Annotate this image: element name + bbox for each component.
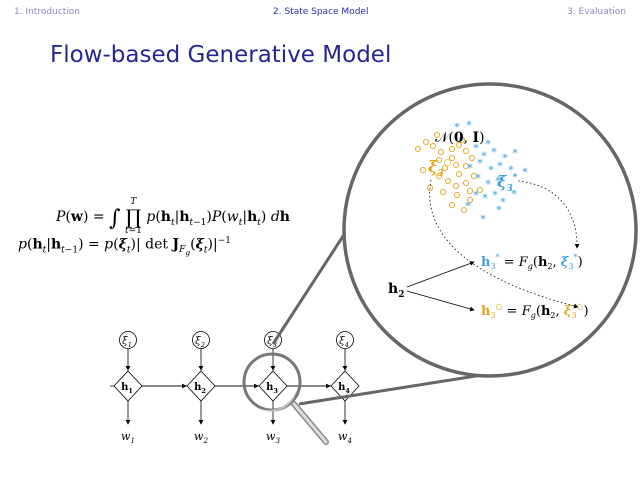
orange-sample-19 — [439, 188, 447, 196]
blue-sample-4: * — [473, 142, 479, 155]
w-node-3: w3 — [266, 430, 280, 445]
magnifier-lens — [242, 82, 638, 445]
blue-sample-1: * — [454, 121, 460, 134]
blue-sample-14: * — [475, 172, 481, 185]
nav-introduction[interactable]: 1. Introduction — [14, 7, 80, 17]
orange-sample-25 — [419, 166, 427, 174]
blue-sample-12: * — [508, 164, 514, 177]
orange-sample-16 — [462, 179, 470, 187]
orange-sample-2 — [422, 138, 430, 146]
orange-sample-13 — [468, 154, 476, 162]
blue-sample-25: * — [467, 162, 473, 175]
xi-node-label-4: ξ4 — [339, 336, 349, 349]
blue-sample-9: * — [477, 157, 483, 170]
equation-flow-density: p(ht|ht−1) = p(ξt)| det JFg(ξt)|−1 — [18, 236, 232, 258]
blue-sample-5: * — [481, 150, 487, 163]
blue-sample-17: * — [473, 189, 479, 202]
orange-sample-8 — [448, 154, 456, 162]
orange-samples — [414, 131, 484, 214]
blue-sample-2: * — [466, 119, 472, 132]
w-node-2: w2 — [194, 430, 208, 445]
blue-sample-23: * — [480, 213, 486, 226]
orange-sample-17 — [435, 172, 443, 180]
orange-sample-27 — [458, 136, 466, 144]
lens-highlight — [258, 389, 297, 412]
orange-sample-24 — [476, 186, 484, 194]
orange-sample-12 — [462, 162, 470, 170]
blue-sample-8: * — [512, 147, 518, 160]
orange-sample-5 — [448, 145, 456, 153]
nav-evaluation[interactable]: 3. Evaluation — [567, 7, 626, 17]
xi-node-1 — [119, 331, 137, 349]
xi-node-label-2: ξ2 — [195, 336, 205, 349]
orange-sample-30 — [452, 182, 460, 190]
blue-samples: ************************** — [454, 119, 528, 226]
equation-marginal-likelihood: P(w) = ∫ T ∏ t=1 p(ht|ht−1)P(wt|ht) dh — [56, 197, 290, 236]
blue-sample-20: * — [500, 196, 506, 209]
orange-sample-23 — [466, 196, 474, 204]
orange-sample-22 — [460, 206, 468, 214]
orange-sample-26 — [433, 131, 441, 139]
h3-star-equation: h3* = Fg(h2, ξ3*) — [481, 253, 583, 271]
orange-sample-10 — [441, 164, 449, 172]
blue-sample-11: * — [497, 160, 503, 173]
orange-sample-29 — [466, 187, 474, 195]
blue-sample-18: * — [482, 192, 488, 205]
xi-node-2 — [192, 331, 210, 349]
w-node-1: w1 — [121, 430, 135, 445]
xi-node-label-1: ξ1 — [122, 336, 132, 349]
orange-sample-28 — [470, 172, 478, 180]
blue-sample-22: * — [465, 200, 471, 213]
blue-sample-19: * — [492, 189, 498, 202]
orange-sample-6 — [455, 141, 463, 149]
blue-sample-26: * — [485, 138, 491, 151]
blue-sample-21: * — [511, 188, 517, 201]
blue-sample-24: * — [496, 204, 502, 217]
orange-sample-11 — [452, 161, 460, 169]
orange-sample-1 — [414, 145, 422, 153]
blue-sample-7: * — [502, 152, 508, 165]
h-node-label-2: h2 — [194, 382, 206, 395]
orange-sample-20 — [453, 191, 461, 199]
orange-sample-4 — [437, 148, 445, 156]
orange-sample-3 — [429, 142, 437, 150]
slide-title: Flow-based Generative Model — [50, 42, 392, 68]
normal-distribution-label: 𝒩(0, I) — [435, 130, 485, 146]
xi-node-label-3: ξ3 — [267, 336, 277, 349]
w-node-4: w4 — [338, 430, 352, 445]
h-node-label-1: h1 — [121, 382, 133, 395]
orange-sample-7 — [462, 147, 470, 155]
nav-state-space-model[interactable]: 2. State Space Model — [273, 7, 369, 17]
xi-nodes: ξ1 ξ2 ξ3 ξ4 — [119, 331, 354, 371]
h3-circ-equation: h3○ = Fg(h2, ξ3○) — [481, 302, 589, 320]
blue-sample-16: * — [495, 175, 501, 188]
orange-sample-15 — [444, 177, 452, 185]
blue-sample-6: * — [491, 146, 497, 159]
xi-node-4 — [336, 331, 354, 349]
blue-sample-10: * — [488, 164, 494, 177]
orange-sample-21 — [448, 201, 456, 209]
big-lens-ring — [342, 82, 638, 378]
orange-sample-14 — [455, 170, 463, 178]
blue-sample-3: * — [458, 135, 464, 148]
blue-sample-13: * — [522, 166, 528, 179]
orange-sample-9 — [435, 156, 443, 164]
navigation-bar: 1. Introduction 2. State Space Model 3. … — [0, 0, 640, 22]
blue-sample-15: * — [485, 178, 491, 191]
